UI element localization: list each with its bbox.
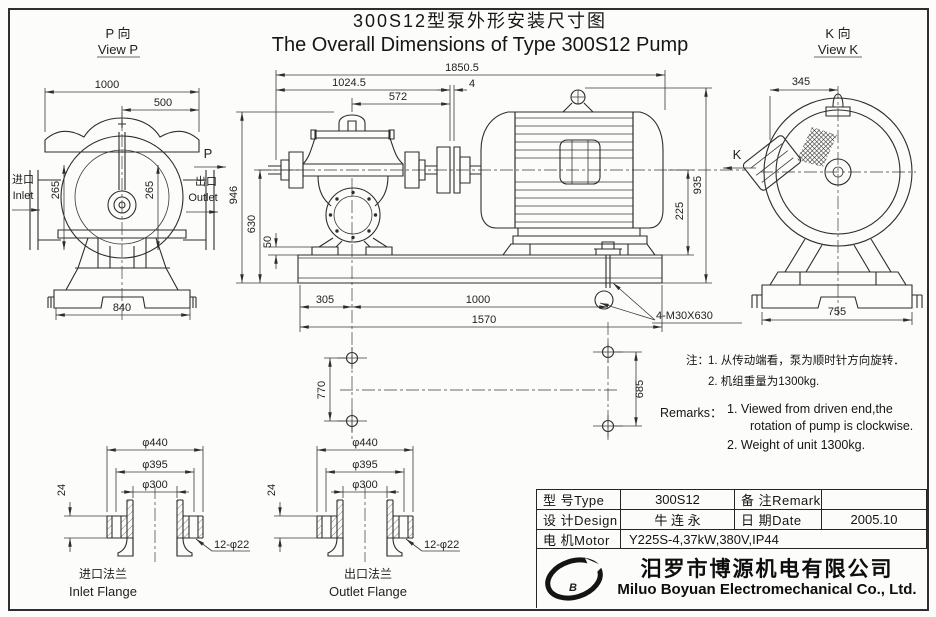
remarks-label-cell: 备 注Remarks (735, 490, 822, 509)
company-name-en: Miluo Boyuan Electromechanical Co., Ltd. (617, 581, 917, 599)
view-k-title-en: View K (818, 42, 859, 57)
dim-main-4: 4 (469, 78, 475, 90)
view-p-title-zh: P 向 (105, 26, 130, 41)
company-block: B 汨罗市博源机电有限公司 Miluo Boyuan Electromechan… (536, 549, 927, 608)
view-direction-k: K (733, 147, 742, 162)
dim-inlet-thickness: 24 (56, 484, 68, 496)
notes-zh-1: 1. 从传动端看，泵为顺时针方向旋转． (708, 355, 905, 367)
dim-vp-265-left: 265 (50, 181, 62, 199)
dim-vp-840: 840 (113, 302, 131, 314)
drawing-title-en: The Overall Dimensions of Type 300S12 Pu… (271, 33, 689, 56)
design-value-cell: 牛 连 永 (621, 510, 735, 529)
dim-vk-755: 755 (828, 306, 846, 318)
notes-label-zh: 注： (686, 355, 709, 367)
notes-en-1b: rotation of pump is clockwise. (750, 419, 914, 433)
view-k-title-zh: K 向 (825, 26, 850, 41)
notes-en-2: 2. Weight of unit 1300kg. (727, 438, 866, 452)
date-label-cell: 日 期Date (735, 510, 822, 529)
view-direction-p: P (204, 146, 213, 161)
table-row: 设 计Design 牛 连 永 日 期Date 2005.10 (537, 510, 926, 530)
company-name: 汨罗市博源机电有限公司 Miluo Boyuan Electromechanic… (607, 558, 927, 599)
dim-outlet-thickness: 24 (266, 484, 278, 496)
dim-main-630: 630 (246, 215, 258, 233)
view-p-drawing (12, 57, 226, 320)
dim-outlet-od: φ440 (352, 437, 378, 449)
view-p-title-en: View P (98, 42, 138, 57)
outlet-flange-label-en: Outlet Flange (329, 584, 407, 599)
dim-outlet-bore: φ300 (352, 479, 378, 491)
dim-main-305: 305 (316, 294, 334, 306)
dim-main-1850: 1850.5 (445, 62, 479, 74)
plan-view-drawing (324, 341, 642, 437)
dim-main-935: 935 (692, 176, 704, 194)
dim-vp-500: 500 (154, 97, 172, 109)
inlet-flange-label-en: Inlet Flange (69, 584, 137, 599)
view-k-drawing (742, 57, 922, 325)
dim-main-946: 946 (228, 186, 240, 204)
table-row: 型 号Type 300S12 备 注Remarks (537, 490, 926, 510)
dim-vp-265-right: 265 (144, 181, 156, 199)
date-value-cell: 2005.10 (850, 512, 898, 527)
drawing-title-zh: 300S12型泵外形安装尺寸图 (352, 11, 608, 31)
main-view-drawing (236, 70, 756, 440)
company-name-zh: 汨罗市博源机电有限公司 (640, 557, 894, 581)
inlet-flange-label-zh: 进口法兰 (79, 567, 127, 581)
dim-inlet-od: φ440 (142, 437, 168, 449)
dim-main-572: 572 (389, 91, 407, 103)
remarks-value-cell (822, 490, 926, 509)
dim-inlet-bcd: φ395 (142, 459, 168, 471)
title-block-table: 型 号Type 300S12 备 注Remarks 设 计Design 牛 连 … (536, 489, 927, 549)
motor-label-cell: 电 机Motor (537, 530, 621, 549)
design-label-cell: 设 计Design (537, 510, 621, 529)
dim-main-1000: 1000 (466, 294, 490, 306)
dim-main-50: 50 (262, 236, 274, 248)
dim-main-1024: 1024.5 (332, 77, 366, 89)
outlet-flange-label-zh: 出口法兰 (344, 567, 392, 581)
dim-plan-685: 685 (634, 380, 646, 398)
notes-block: 注： 1. 从传动端看，泵为顺时针方向旋转． 2. 机组重量为1300kg. R… (660, 348, 932, 456)
dim-main-1570: 1570 (472, 314, 496, 326)
outlet-label-zh: 出口 (195, 174, 217, 188)
dim-outlet-holes: 12-φ22 (424, 539, 459, 551)
inlet-label-zh: 进口 (12, 173, 34, 186)
type-value-cell: 300S12 (621, 490, 735, 509)
drawing-border-frame (8, 8, 929, 611)
company-logo-letter: B (569, 582, 577, 594)
company-logo: B (545, 556, 603, 601)
outlet-label-en: Outlet (188, 192, 217, 204)
notes-label-en: Remarks： (660, 406, 723, 420)
notes-zh-2: 2. 机组重量为1300kg. (708, 376, 820, 388)
dim-main-225: 225 (674, 202, 686, 220)
drawing-title: 300S12型泵外形安装尺寸图 The Overall Dimensions o… (240, 10, 720, 58)
motor-value-cell: Y225S-4,37kW,380V,IP44 (629, 532, 779, 547)
dim-inlet-bore: φ300 (142, 479, 168, 491)
table-row: 电 机Motor Y225S-4,37kW,380V,IP44 (537, 530, 926, 549)
dim-inlet-holes: 12-φ22 (214, 539, 249, 551)
dim-vp-1000: 1000 (95, 79, 119, 91)
dim-outlet-bcd: φ395 (352, 459, 378, 471)
dim-vk-345: 345 (792, 76, 810, 88)
dim-plan-770: 770 (316, 381, 328, 399)
notes-en-1: 1. Viewed from driven end,the (727, 402, 893, 416)
anchor-bolt-callout: 4-M30X630 (656, 310, 713, 322)
inlet-label-en: Inlet (13, 190, 34, 202)
type-label-cell: 型 号Type (537, 490, 621, 509)
